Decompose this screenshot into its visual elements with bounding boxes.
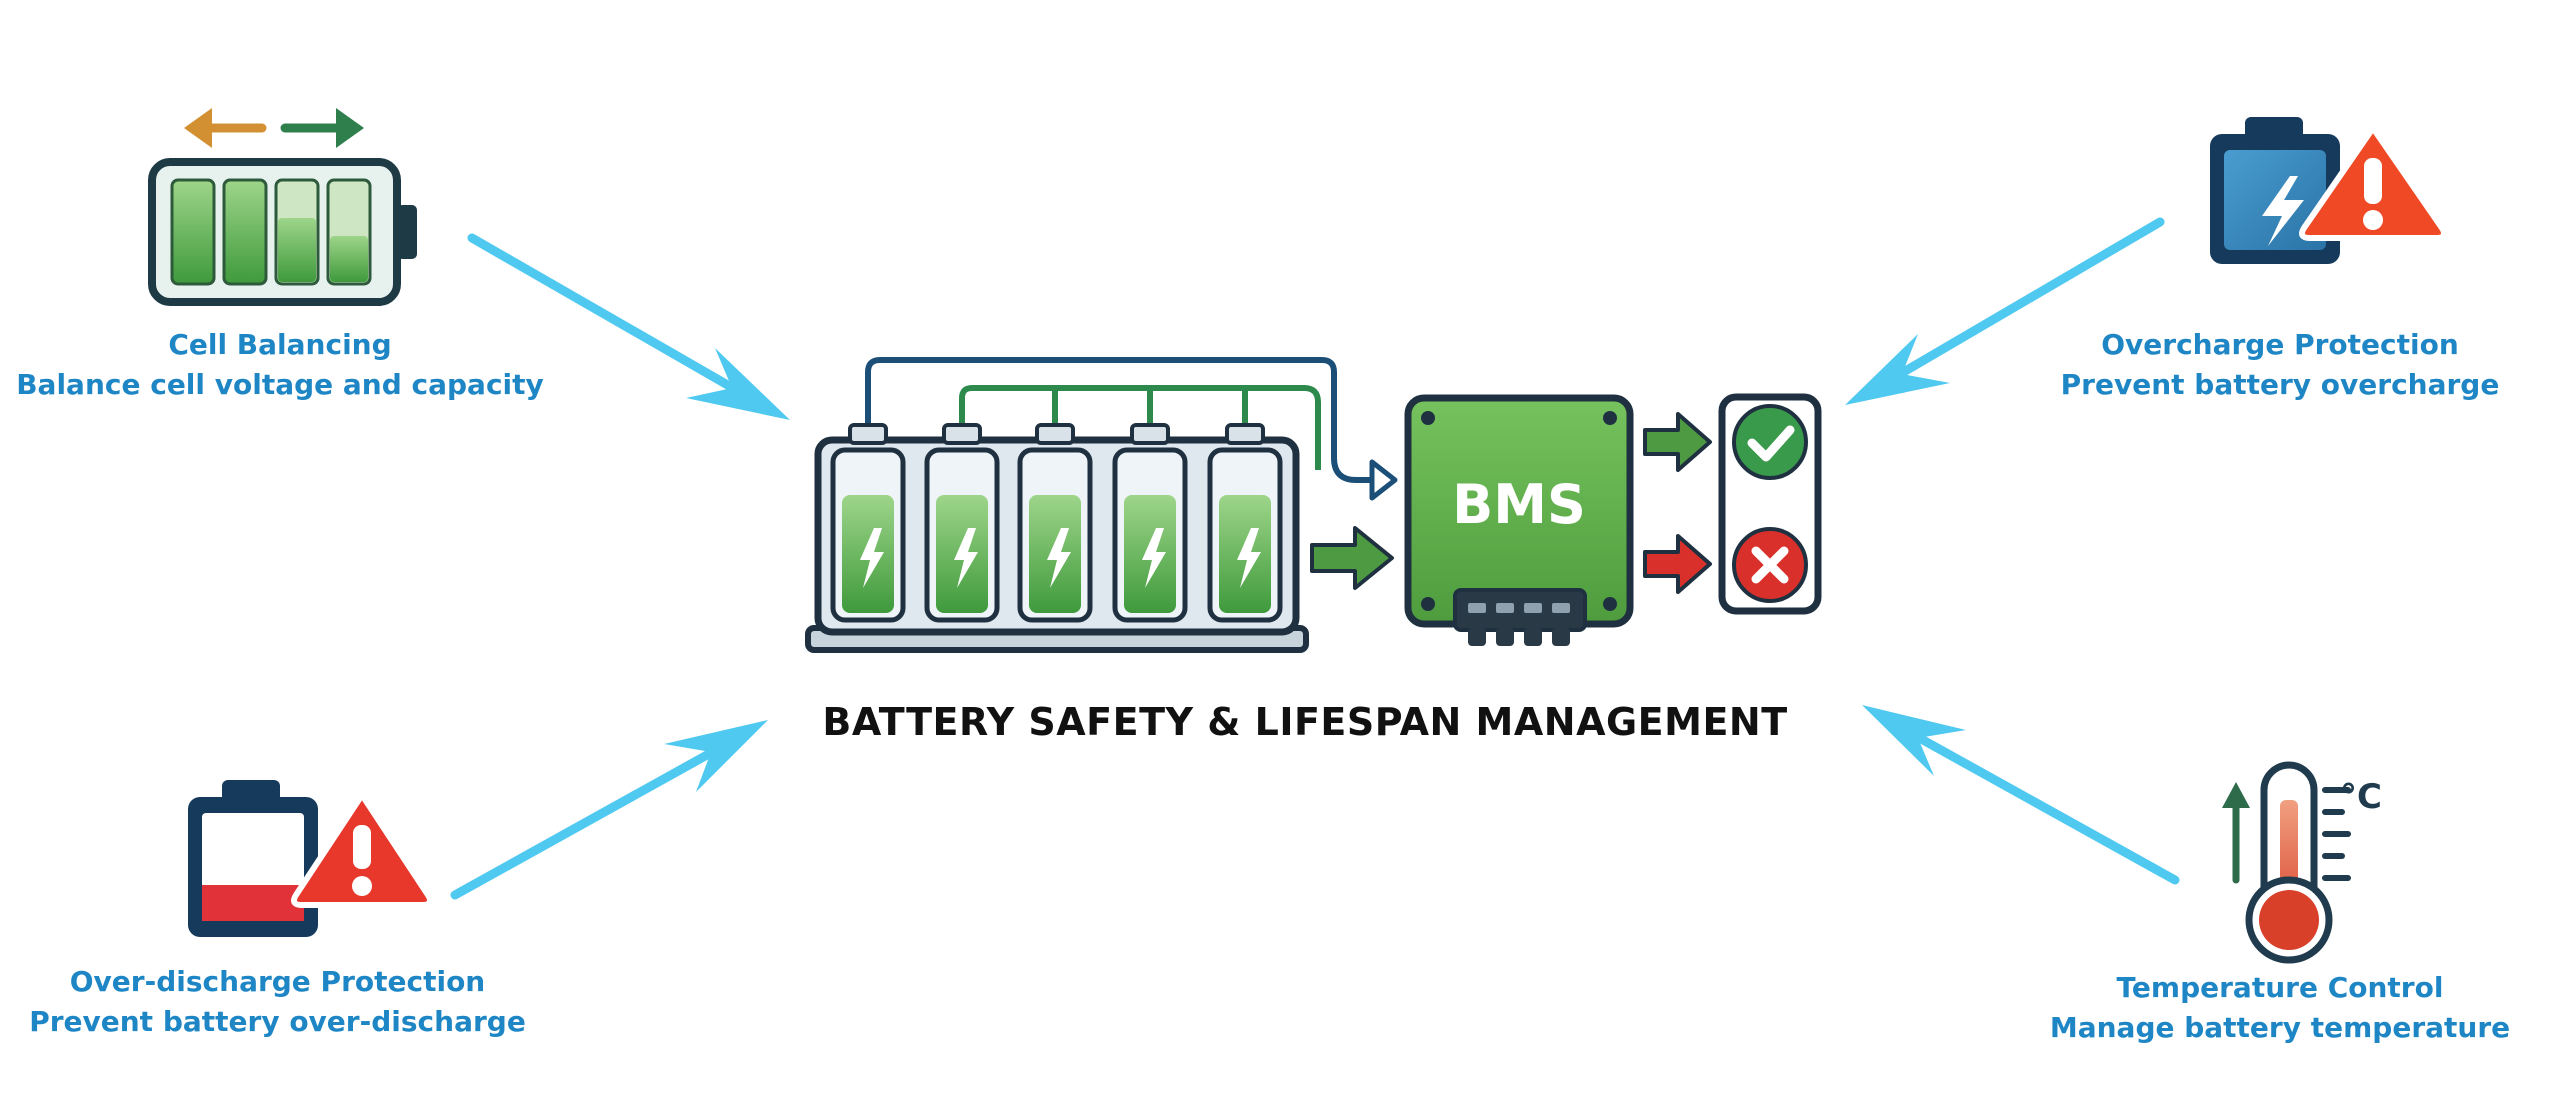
thermometer-icon: °C	[2222, 761, 2382, 964]
low-battery-warning-icon	[188, 780, 433, 937]
celsius-unit: °C	[2340, 777, 2382, 817]
over-discharge-subtitle: Prevent battery over-discharge	[29, 1005, 526, 1038]
pointer-arrow-bottom-left	[450, 720, 768, 900]
cell-balancing-label: Cell Balancing Balance cell voltage and …	[10, 325, 550, 405]
battery-pack	[805, 357, 1398, 653]
battery-cell	[1112, 423, 1188, 623]
battery-warning-icon	[2210, 117, 2447, 264]
overcharge-label: Overcharge Protection Prevent battery ov…	[2010, 325, 2550, 405]
temperature-label: Temperature Control Manage battery tempe…	[2010, 968, 2550, 1048]
pointer-arrow-top-right	[1845, 217, 2165, 405]
pack-to-bms-arrow	[1310, 526, 1394, 590]
status-indicator-panel	[1718, 393, 1822, 615]
bms-to-ok-arrow	[1643, 412, 1712, 472]
diagram-title: BATTERY SAFETY & LIFESPAN MANAGEMENT	[822, 700, 1788, 744]
cell-balancing-title: Cell Balancing	[168, 328, 392, 361]
battery-balancing-icon	[148, 108, 417, 306]
cell-balancing-subtitle: Balance cell voltage and capacity	[16, 368, 544, 401]
pointer-arrow-top-left	[467, 233, 790, 420]
check-icon	[1732, 404, 1808, 480]
bms-module: BMS	[1404, 394, 1634, 646]
cross-icon	[1732, 527, 1808, 603]
bms-to-fault-arrow	[1643, 534, 1712, 594]
battery-cell	[830, 423, 906, 623]
battery-cell	[1017, 423, 1093, 623]
over-discharge-label: Over-discharge Protection Prevent batter…	[5, 962, 550, 1042]
overcharge-title: Overcharge Protection	[2101, 328, 2459, 361]
battery-cell	[1207, 423, 1283, 623]
temperature-subtitle: Manage battery temperature	[2049, 1011, 2511, 1044]
bms-label: BMS	[1452, 473, 1586, 536]
pointer-arrow-bottom-right	[1862, 705, 2180, 885]
temperature-title: Temperature Control	[2116, 971, 2444, 1004]
over-discharge-title: Over-discharge Protection	[69, 965, 486, 998]
overcharge-subtitle: Prevent battery overcharge	[2060, 368, 2500, 401]
battery-cell	[924, 423, 1000, 623]
